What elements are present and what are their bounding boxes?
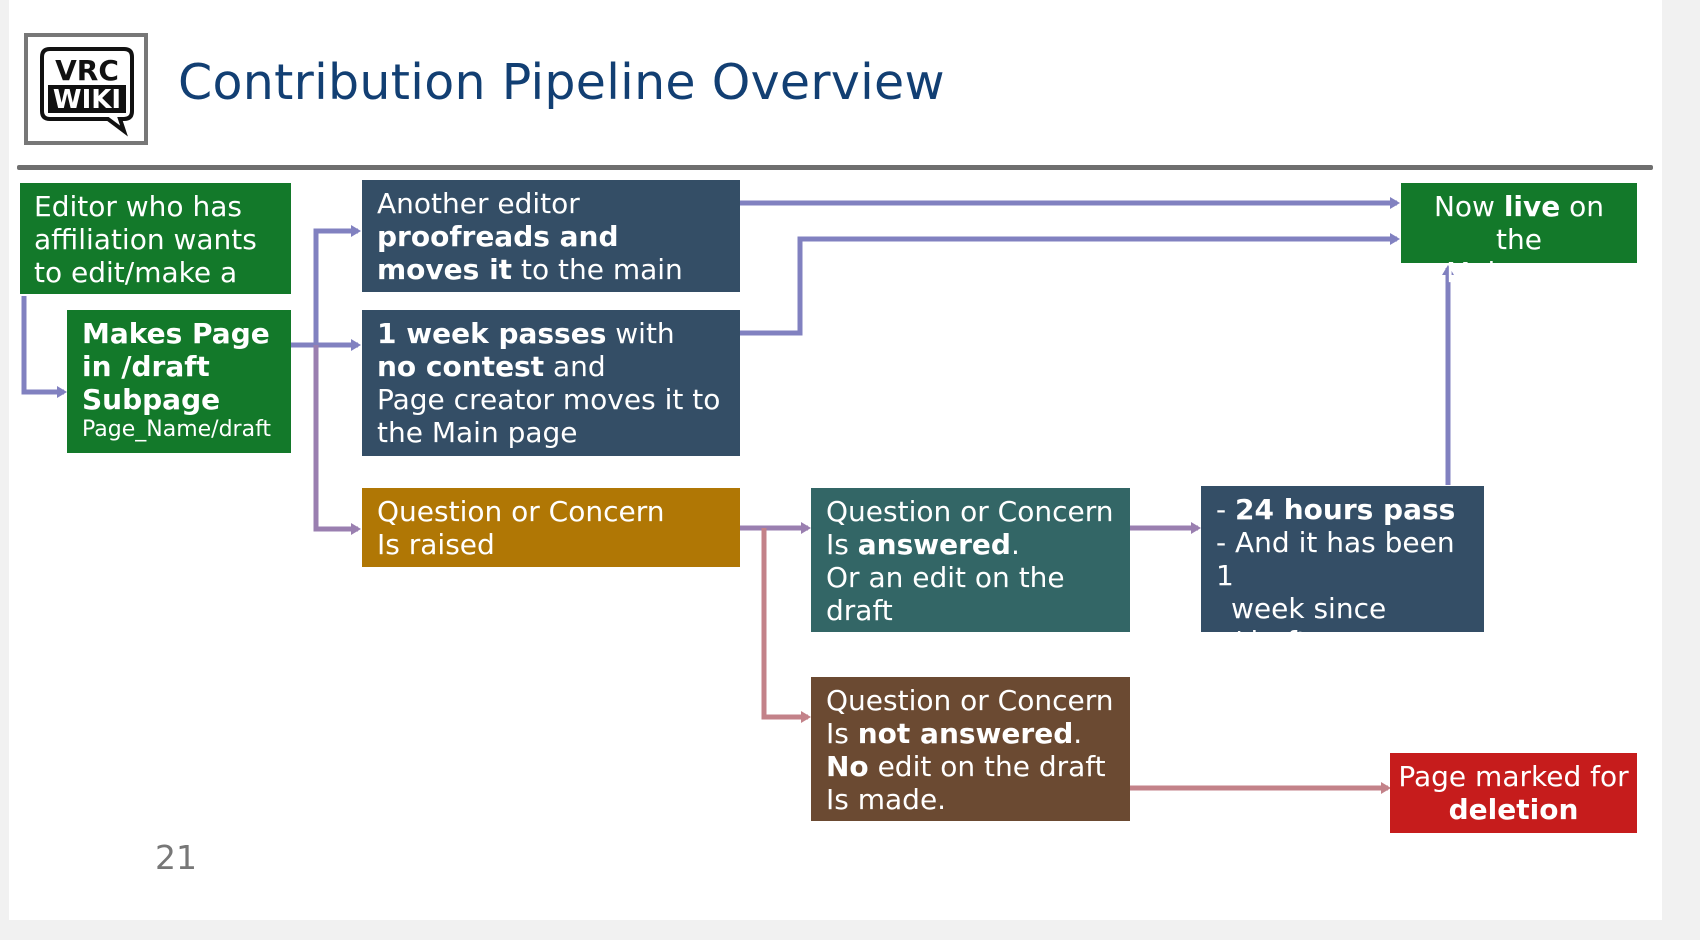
arrow-draft-to-proofread (313, 225, 361, 345)
logo-text-wiki: WIKI (53, 85, 121, 115)
not-answered-line3-post: edit on the draft (868, 750, 1106, 783)
week-bold1: 1 week passes (377, 317, 607, 350)
title-divider (17, 165, 1653, 170)
not-answered-line1: Question or Concern (826, 684, 1114, 717)
box-draft-subpage: Makes Page in /draft Subpage Page_Name/d… (67, 310, 291, 453)
editor-text: Editor who has affiliation wants to edit… (34, 190, 257, 322)
page-number: 21 (155, 838, 197, 877)
box-live-main-page: Now live on the Main page (1401, 183, 1637, 289)
logo-text-vrc: VRC (55, 54, 119, 87)
hours-l4: was made (1231, 658, 1374, 691)
answered-line2-post: . (1010, 528, 1020, 561)
live-bold: live (1503, 190, 1561, 223)
box-week-passes: 1 week passes with no contest and Page c… (362, 310, 740, 456)
proofread-pre: Another editor (377, 187, 580, 220)
box-marked-deletion: Page marked for deletion (1390, 753, 1637, 833)
page-title: Contribution Pipeline Overview (178, 54, 945, 111)
arrow-editor-to-draft (21, 296, 67, 398)
not-answered-line2-bold: not answered (857, 717, 1074, 750)
box-question-answered: Question or Concern Is answered. Or an e… (811, 488, 1130, 660)
week-rest2: the Main page (377, 416, 578, 449)
box-24-hours: - 24 hours pass - And it has been 1 week… (1201, 486, 1484, 691)
answered-line1: Question or Concern (826, 495, 1114, 528)
week-mid2: and (544, 350, 606, 383)
wiki-speech-bubble-icon: VRC WIKI (40, 47, 134, 137)
arrow-question-to-not-answered (761, 528, 811, 723)
draft-subpage-name: Page_Name/draft (82, 417, 272, 442)
question-line2: Is raised (377, 528, 495, 561)
arrow-draft-to-question (313, 345, 361, 535)
box-editor-affiliation: Editor who has affiliation wants to edit… (20, 183, 291, 322)
answered-line3: Or an edit on the draft (826, 561, 1065, 627)
box-question-not-answered: Question or Concern Is not answered. No … (811, 677, 1130, 821)
not-answered-line3-bold: No (826, 750, 869, 783)
answered-line4: Is made. (826, 627, 947, 660)
vrc-wiki-logo: VRC WIKI (24, 33, 148, 145)
week-mid1: with (606, 317, 675, 350)
not-answered-line2-post: . (1073, 717, 1083, 750)
week-bold2: no contest (377, 350, 545, 383)
hours-l2: - And it has been 1 (1216, 526, 1455, 592)
draft-line1: Makes Page (82, 317, 270, 350)
draft-line3: Subpage (82, 383, 221, 416)
deletion-line2: deletion (1448, 793, 1579, 826)
proofread-bold: proofreads and moves it (377, 220, 619, 286)
hours-l1-bold: 24 hours pass (1235, 493, 1456, 526)
deletion-line1: Page marked for (1398, 760, 1629, 793)
live-line2: Main page (1446, 256, 1592, 289)
question-line1: Question or Concern (377, 495, 665, 528)
week-rest1: Page creator moves it to (377, 383, 721, 416)
live-post: on the (1496, 190, 1605, 256)
hours-l1-pre: - (1216, 493, 1236, 526)
answered-line2-bold: answered (857, 528, 1011, 561)
box-proofread: Another editor proofreads and moves it t… (362, 180, 740, 319)
answered-line2-pre: Is (826, 528, 858, 561)
arrow-week-to-live (740, 233, 1400, 336)
not-answered-line4: Is made. (826, 783, 947, 816)
not-answered-line2-pre: Is (826, 717, 858, 750)
draft-line2: in /draft (82, 350, 210, 383)
box-question-raised: Question or Concern Is raised (362, 488, 740, 567)
live-pre: Now (1433, 190, 1504, 223)
hours-l3: week since /draft (1231, 592, 1387, 658)
